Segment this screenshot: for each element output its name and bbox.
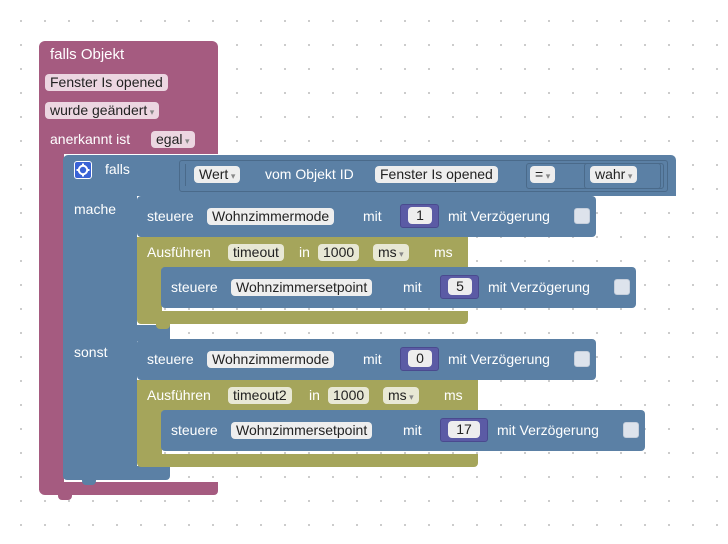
timeout-name-field[interactable]: timeout [228, 244, 284, 261]
timeout-next-connector [156, 323, 170, 329]
inner-control-delay-label: mit Verzögerung [488, 279, 590, 295]
if-block-else-arm [63, 325, 170, 341]
timeout-block-header[interactable] [137, 380, 478, 411]
control-delay-checkbox[interactable] [574, 351, 590, 367]
control-verb: steuere [147, 351, 194, 367]
control-value-field[interactable]: 1 [408, 207, 432, 224]
timeout-unit-dropdown[interactable]: ms [383, 387, 419, 404]
timeout-block-footer [137, 311, 468, 324]
inner-control-target-field[interactable]: Wohnzimmersetpoint [231, 279, 373, 296]
inner-control-mit-label: mit [403, 279, 422, 295]
gear-icon[interactable] [74, 161, 92, 179]
trigger-block-footer[interactable] [39, 482, 218, 495]
timeout-run-label: Ausführen [147, 387, 211, 403]
boolean-value-dropdown[interactable]: wahr [590, 166, 638, 183]
trigger-block-spine [39, 150, 64, 490]
inner-control-value-field[interactable]: 5 [448, 278, 472, 295]
comparison-operator-dropdown[interactable]: = [530, 166, 556, 183]
timeout-unit-label: ms [434, 244, 453, 260]
control-delay-checkbox[interactable] [574, 208, 590, 224]
trigger-ack-label: anerkannt ist [50, 131, 131, 147]
trigger-ack-dropdown[interactable]: egal [151, 131, 195, 148]
condition-of-object-label: vom Objekt ID [265, 166, 354, 182]
if-next-connector [82, 479, 96, 485]
condition-object-id-field[interactable]: Fenster Is opened [375, 166, 498, 183]
if-mache-label: mache [74, 201, 117, 217]
inner-control-value-field[interactable]: 17 [448, 421, 480, 438]
if-sonst-label: sonst [74, 344, 108, 360]
timeout-duration-field[interactable]: 1000 [318, 244, 360, 261]
trigger-title: falls Objekt [50, 46, 125, 63]
trigger-change-dropdown[interactable]: wurde geändert [45, 102, 160, 119]
inner-control-delay-label: mit Verzögerung [497, 422, 599, 438]
control-mit-label: mit [363, 208, 382, 224]
inner-control-delay-checkbox[interactable] [614, 279, 630, 295]
timeout-block-header[interactable] [137, 237, 468, 268]
inner-control-verb: steuere [171, 279, 218, 295]
timeout-block-spine [137, 409, 162, 456]
control-mit-label: mit [363, 351, 382, 367]
control-value-field[interactable]: 0 [408, 350, 432, 367]
timeout-unit-label: ms [444, 387, 463, 403]
timeout-name-field[interactable]: timeout2 [228, 387, 292, 404]
timeout-block-footer [137, 454, 478, 467]
timeout-duration-field[interactable]: 1000 [328, 387, 370, 404]
control-verb: steuere [147, 208, 194, 224]
inner-control-delay-checkbox[interactable] [623, 422, 639, 438]
if-falls-label: falls [105, 161, 130, 177]
timeout-unit-dropdown[interactable]: ms [373, 244, 409, 261]
condition-value-dropdown[interactable]: Wert [194, 166, 241, 183]
control-target-field[interactable]: Wohnzimmermode [207, 351, 335, 368]
control-delay-label: mit Verzögerung [448, 351, 550, 367]
inner-control-verb: steuere [171, 422, 218, 438]
timeout-in-label: in [299, 244, 310, 260]
trigger-next-connector [58, 494, 72, 500]
control-delay-label: mit Verzögerung [448, 208, 550, 224]
timeout-run-label: Ausführen [147, 244, 211, 260]
control-target-field[interactable]: Wohnzimmermode [207, 208, 335, 225]
trigger-object-id-field[interactable]: Fenster Is opened [45, 74, 168, 91]
if-block-footer [63, 466, 170, 480]
timeout-in-label: in [309, 387, 320, 403]
timeout-block-spine [137, 266, 162, 313]
inner-control-mit-label: mit [403, 422, 422, 438]
inner-control-target-field[interactable]: Wohnzimmersetpoint [231, 422, 373, 439]
